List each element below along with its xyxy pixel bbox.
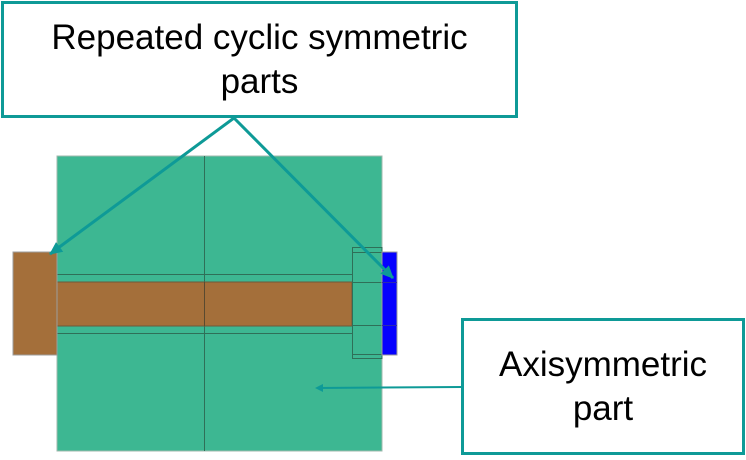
callout-axisymmetric-line2: part [572, 388, 634, 428]
callout-cyclic-line2: parts [220, 61, 299, 101]
callout-axisymmetric-line1: Axisymmetric [498, 344, 708, 384]
nut-region [352, 247, 383, 359]
callout-cyclic-line1: Repeated cyclic symmetric [51, 17, 468, 57]
arrow-to-axisymmetric-body [315, 383, 463, 392]
callout-axisymmetric: Axisymmetric part [461, 318, 745, 455]
arrow-to-bolt-head [49, 116, 235, 256]
callout-cyclic-symmetric: Repeated cyclic symmetric parts [1, 1, 518, 118]
arrow-to-washer [232, 116, 395, 280]
bolt-head [12, 251, 58, 356]
